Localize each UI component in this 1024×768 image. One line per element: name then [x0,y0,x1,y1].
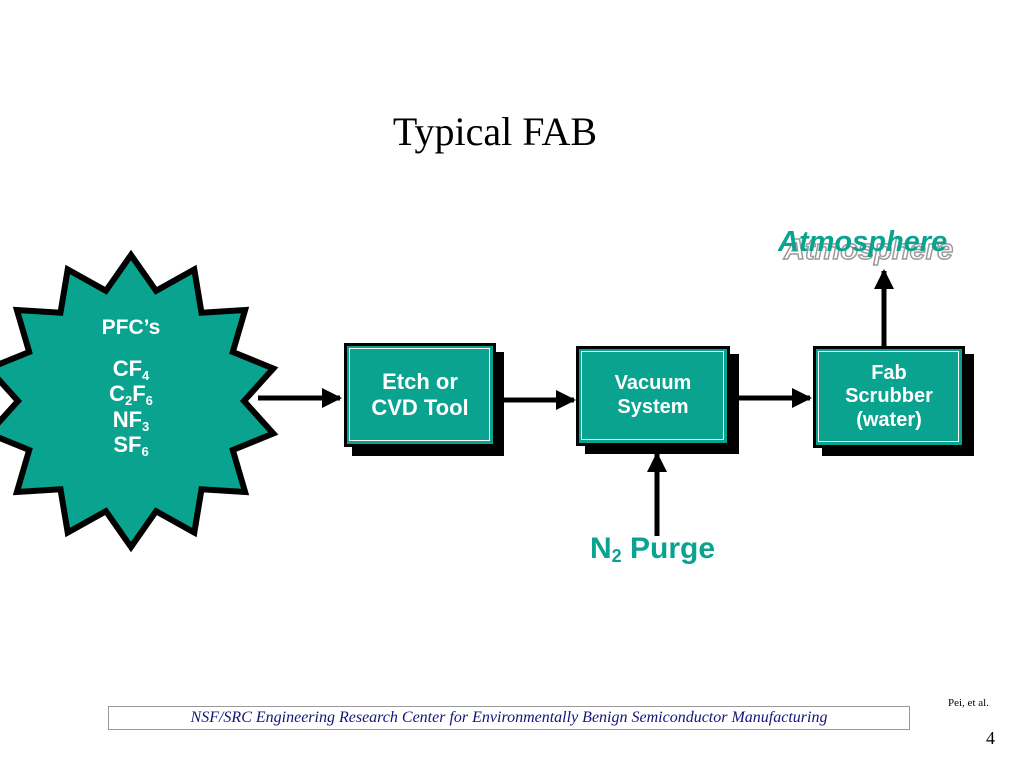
formula-subscript: 6 [141,444,149,460]
page-number: 4 [986,728,995,748]
etch-line-2: CVD Tool [371,395,469,420]
formula-subscript: 2 [124,393,133,409]
scrubber-line-1: Fab [871,361,907,384]
etch-cvd-tool-box: Etch or CVD Tool [344,343,496,447]
atmosphere-label: Atmosphere Atmosphere [778,226,988,267]
purge-subscript: 2 [611,546,622,566]
author-credit: Pei, et al. [948,697,989,709]
slide-title: Typical FAB [392,109,598,154]
vacuum-system-box: Vacuum System [576,346,730,446]
formula-text: CF [112,356,143,382]
formula-text: SF [113,432,142,458]
scrubber-line-2: Scrubber [845,385,933,408]
pfc-formula: SF6 [86,432,176,460]
fab-scrubber-box: Fab Scrubber (water) [813,346,965,448]
footer-banner: NSF/SRC Engineering Research Center for … [108,706,910,730]
formula-subscript: 6 [145,393,153,409]
formula-text: C [109,381,125,407]
formula-subscript: 4 [142,368,150,384]
pfc-heading: PFC’s [101,316,161,339]
pfc-formula: C2F6 [86,381,176,409]
vacuum-line-2: System [617,396,689,418]
n2-purge-label: N2 Purge [590,532,715,566]
formula-text: F [132,381,146,407]
formula-text: NF [112,406,143,432]
purge-suffix: Purge [621,532,716,565]
pfc-starburst [0,249,279,553]
formula-subscript: 3 [142,418,150,434]
etch-line-1: Etch or [382,369,458,395]
purge-prefix: N [590,532,612,565]
scrubber-line-3: (water) [856,408,922,431]
pfc-formula: CF4 [86,356,176,384]
atmosphere-label-shadow: Atmosphere [783,233,954,267]
pfc-formula: NF3 [86,406,176,434]
vacuum-line-1: Vacuum [614,372,692,395]
footer-text: NSF/SRC Engineering Research Center for … [190,709,828,726]
atmosphere-label-text: Atmosphere [778,226,948,258]
